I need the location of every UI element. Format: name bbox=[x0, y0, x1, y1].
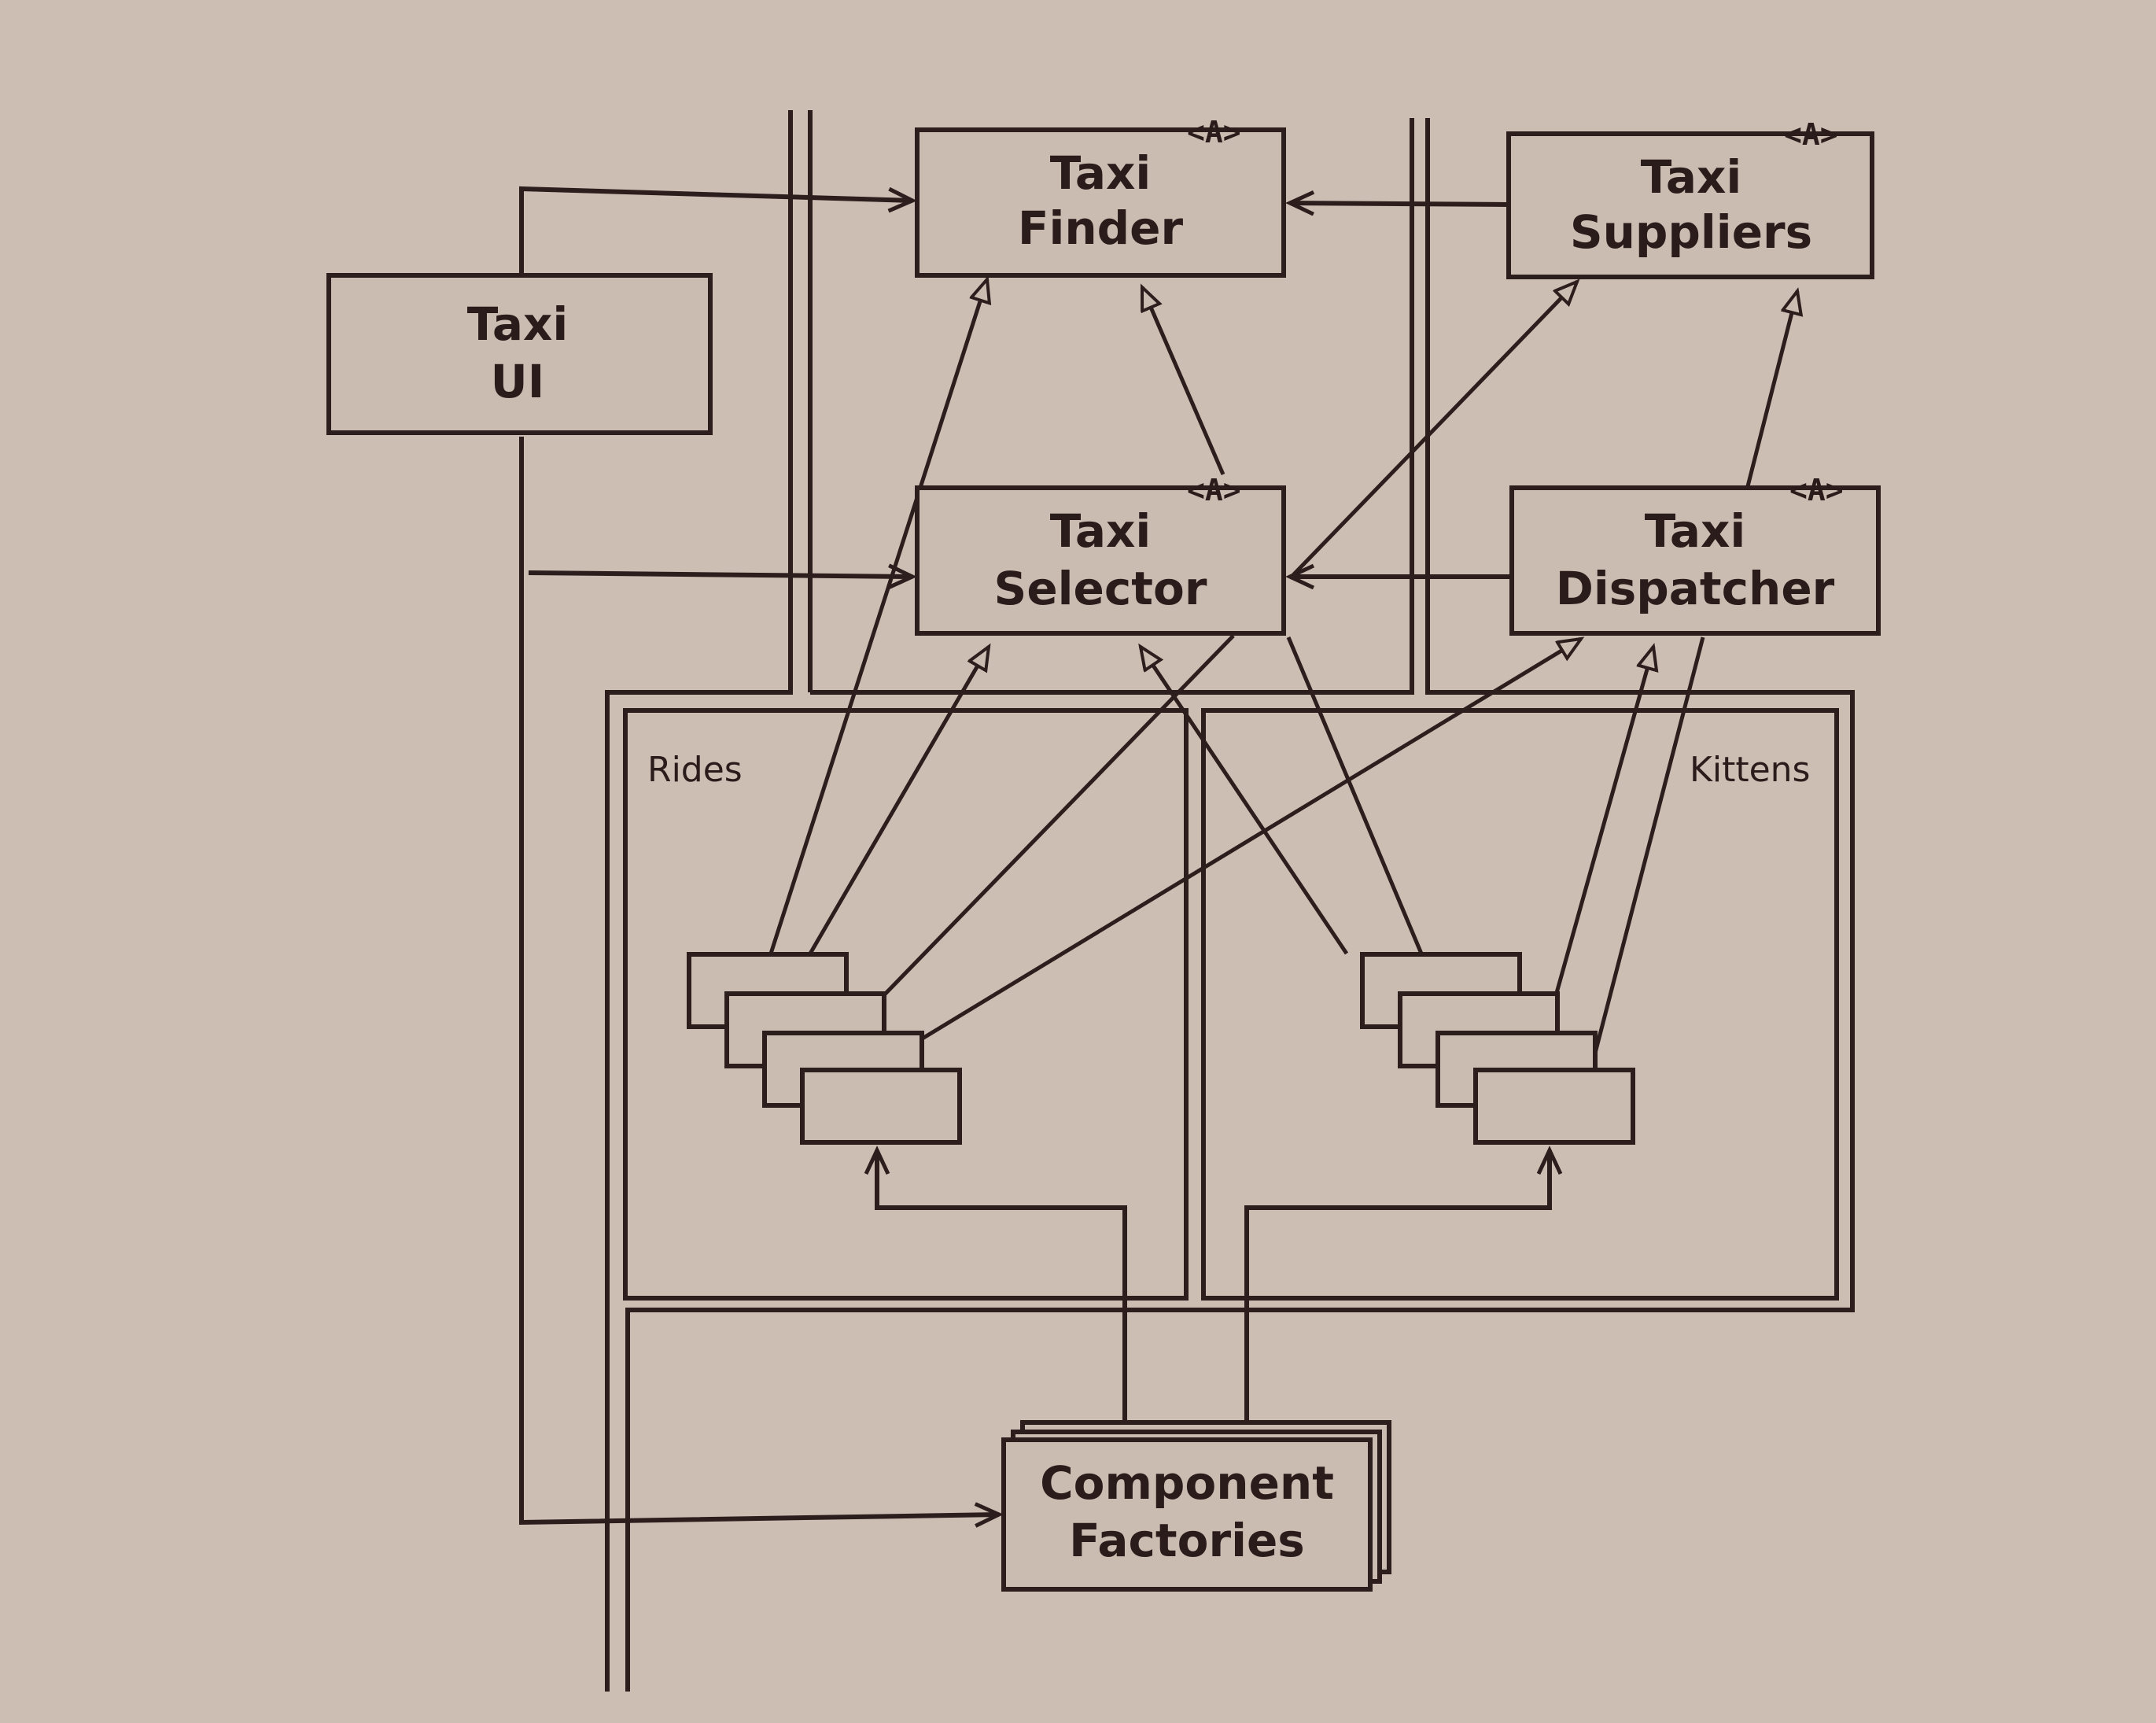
component-factories-line2: Factories bbox=[1069, 1514, 1305, 1567]
node-taxi-ui: Taxi UI bbox=[326, 273, 713, 435]
component-boundaries bbox=[605, 110, 1855, 1692]
taxi-suppliers-tag: <A> bbox=[1784, 117, 1838, 152]
node-taxi-suppliers: <A> Taxi Suppliers bbox=[1506, 117, 1874, 279]
selector-to-suppliers-arrow bbox=[1288, 282, 1577, 580]
ui-to-selector-wire bbox=[528, 573, 912, 577]
ui-to-factories-wire bbox=[519, 437, 999, 1522]
rides-implementations bbox=[687, 952, 962, 1145]
node-taxi-dispatcher: <A> Taxi Dispatcher bbox=[1509, 473, 1881, 636]
rides-impl-4 bbox=[800, 1068, 962, 1145]
rides-to-suppliers-arrow bbox=[846, 634, 1235, 1034]
taxi-finder-box bbox=[915, 127, 1286, 278]
selector-to-finder-arrow bbox=[1140, 287, 1225, 475]
taxi-dispatcher-line1: Taxi bbox=[1645, 504, 1746, 558]
region-rides-frame bbox=[623, 708, 1189, 1301]
rides-to-finder-arrow bbox=[768, 279, 987, 954]
boundary-mid-right bbox=[625, 118, 1855, 1692]
region-rides: Rides bbox=[623, 708, 1189, 1301]
taxi-dispatcher-line2: Dispatcher bbox=[1556, 562, 1835, 615]
node-component-factories: Component Factories bbox=[1001, 1420, 1391, 1592]
taxi-ui-box bbox=[326, 273, 713, 435]
factories-to-rides-wire bbox=[877, 1150, 1127, 1422]
taxi-selector-line1: Taxi bbox=[1050, 504, 1152, 558]
taxi-dispatcher-tag: <A> bbox=[1789, 473, 1844, 507]
node-taxi-selector: <A> Taxi Selector bbox=[915, 473, 1286, 636]
component-factories-line1: Component bbox=[1040, 1456, 1334, 1510]
kittens-to-dispatcher-arrow bbox=[1543, 647, 1653, 1033]
region-rides-label: Rides bbox=[647, 750, 743, 790]
region-kittens-label: Kittens bbox=[1690, 750, 1810, 790]
taxi-dispatcher-box bbox=[1509, 485, 1881, 636]
node-taxi-finder: <A> Taxi Finder bbox=[915, 115, 1286, 278]
kittens-impl-4 bbox=[1473, 1068, 1635, 1145]
rides-to-dispatcher-arrow bbox=[872, 639, 1581, 1071]
kittens-to-finder-line bbox=[1286, 636, 1440, 994]
taxi-suppliers-line2: Suppliers bbox=[1570, 205, 1812, 259]
taxi-suppliers-line1: Taxi bbox=[1641, 150, 1742, 204]
boundary-left-outer bbox=[605, 110, 793, 1692]
component-factories-box bbox=[1001, 1437, 1373, 1592]
taxi-selector-box bbox=[915, 485, 1286, 636]
inheritance-arrows bbox=[768, 279, 1797, 1071]
rides-to-selector-arrow bbox=[808, 647, 989, 955]
factories-to-kittens-wire bbox=[1244, 1150, 1550, 1422]
region-kittens: Kittens bbox=[1201, 708, 1839, 1301]
ui-dependencies bbox=[519, 186, 1510, 1522]
ui-to-finder-wire bbox=[519, 186, 912, 275]
suppliers-to-finder-wire bbox=[1290, 203, 1507, 205]
region-kittens-frame bbox=[1201, 708, 1839, 1301]
taxi-ui-line1: Taxi bbox=[467, 297, 569, 351]
taxi-selector-line2: Selector bbox=[994, 562, 1207, 615]
taxi-selector-tag: <A> bbox=[1187, 473, 1241, 507]
kittens-to-selector-arrow bbox=[1141, 647, 1349, 955]
taxi-finder-tag: <A> bbox=[1187, 115, 1241, 149]
taxi-suppliers-box bbox=[1506, 131, 1874, 279]
boundary-mid-left bbox=[810, 118, 1414, 695]
factory-wires bbox=[877, 1150, 1550, 1422]
dispatcher-to-suppliers-arrow bbox=[1745, 291, 1797, 487]
kittens-implementations bbox=[1360, 952, 1635, 1145]
taxi-finder-line2: Finder bbox=[1018, 201, 1184, 255]
kittens-to-suppliers-line bbox=[1590, 636, 1705, 1063]
taxi-finder-line1: Taxi bbox=[1050, 146, 1152, 200]
taxi-ui-line2: UI bbox=[491, 355, 545, 408]
